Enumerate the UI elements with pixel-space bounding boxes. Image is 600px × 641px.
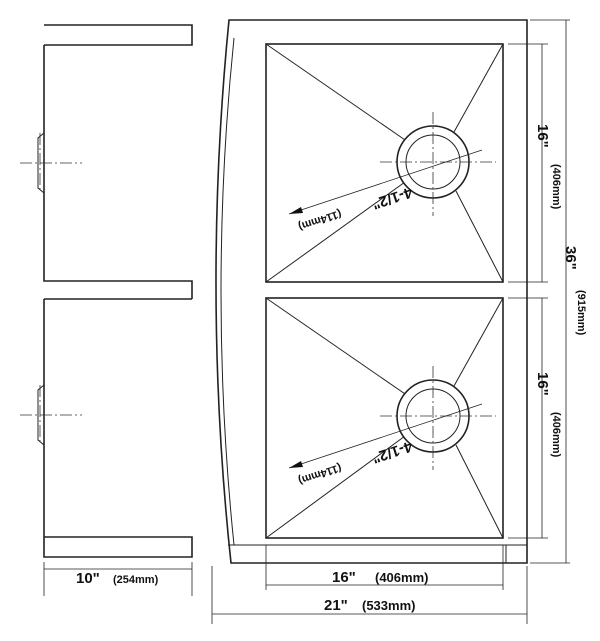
- bowl-width-inches: 16": [332, 569, 356, 586]
- side-panel-lower: [43, 298, 193, 558]
- bowl-length-upper-mm: (406mm): [550, 164, 562, 210]
- overall-width-inches: 21": [324, 597, 348, 614]
- overall-width-mm: (533mm): [362, 598, 415, 613]
- drain-lower-arrow: [289, 461, 303, 468]
- bowl-lower-crease-tl: [265, 297, 409, 397]
- drain-upper-radius-leader: [288, 149, 483, 215]
- right-dimensions: 16" (406mm) 16" (406mm) 36" (915mm): [508, 19, 587, 564]
- sink-outline: [215, 19, 528, 564]
- side-width-mm: (254mm): [113, 574, 159, 586]
- side-view: 10" (254mm): [20, 24, 193, 596]
- deck-bottom-step: [228, 544, 527, 563]
- bowl-upper-crease-bl: [265, 181, 406, 283]
- bottom-dimensions: 16" (406mm) 21" (533mm): [211, 545, 528, 624]
- bowl-upper-crease-br: [455, 190, 504, 283]
- bowl-length-lower-inches: 16": [534, 372, 551, 396]
- side-drain-bump-upper: [37, 132, 45, 194]
- side-width-inches: 10": [76, 570, 100, 587]
- overall-length-inches: 36": [562, 246, 579, 270]
- bowl-lower-crease-br: [455, 444, 504, 539]
- overall-length-mm: (915mm): [575, 290, 587, 336]
- bowl-width-mm: (406mm): [375, 570, 428, 585]
- bowl-upper-crease-tl: [265, 43, 409, 143]
- apron-curve-inner: [220, 37, 235, 546]
- bowl-upper-crease-tr: [453, 43, 504, 133]
- bowl-length-lower-mm: (406mm): [550, 412, 562, 458]
- bowl-lower-crease-tr: [453, 297, 504, 387]
- drain-upper-arrow: [289, 207, 303, 214]
- drain-lower-radius-leader: [288, 403, 483, 469]
- side-panel-upper: [43, 24, 193, 299]
- top-view: 4-1/2" (114mm) 4-1/2" (114mm): [215, 19, 528, 564]
- side-drain-bump-lower: [37, 384, 45, 446]
- bowl-lower-crease-bl: [265, 435, 406, 539]
- bowl-length-upper-inches: 16": [534, 124, 551, 148]
